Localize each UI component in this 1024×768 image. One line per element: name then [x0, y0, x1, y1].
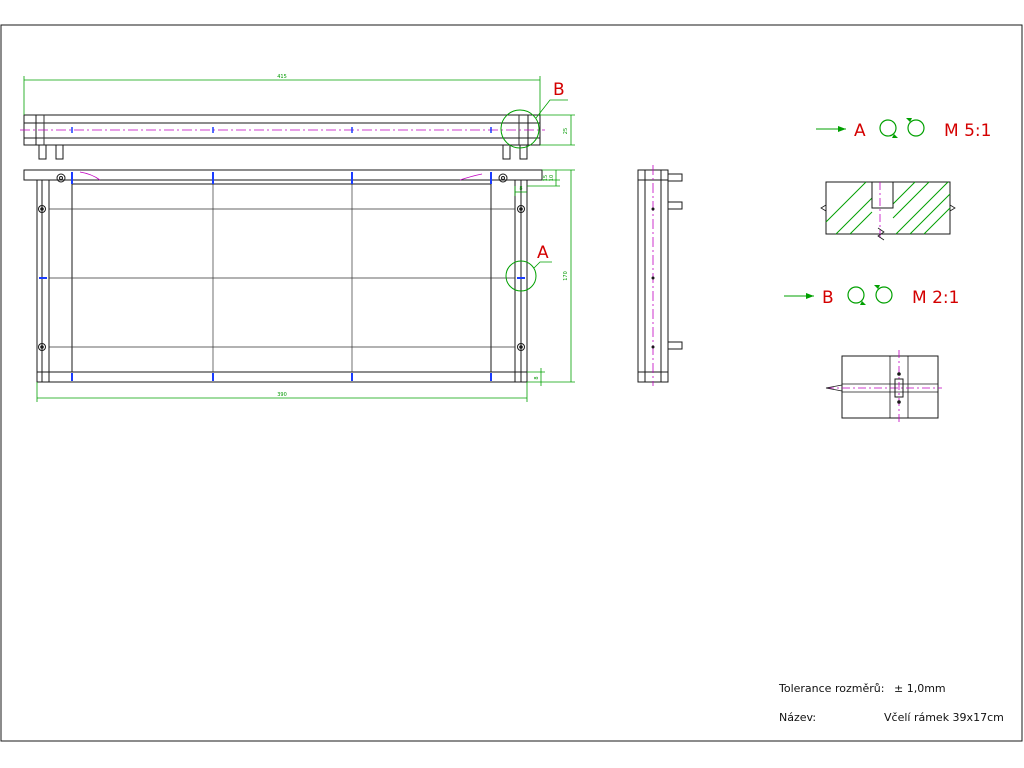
tolerance-value: ± 1,0mm — [894, 682, 946, 695]
front-view-nails — [39, 172, 525, 381]
detail-a-circle — [505, 260, 537, 292]
dim-front-width: 390 — [277, 392, 287, 398]
detail-a-leader — [533, 261, 552, 269]
detail-b-rotate-icon — [847, 286, 865, 304]
side-view — [637, 169, 683, 383]
top-dimensions — [23, 76, 575, 146]
detail-b-letter: B — [822, 288, 834, 308]
title-block: Tolerance rozměrů: ± 1,0mm Název: Včelí … — [778, 682, 1004, 724]
dim-top-bar-offset: 15 — [543, 175, 549, 181]
front-view-hooks — [79, 171, 483, 181]
detail-a-header: A M 5:1 — [816, 118, 991, 141]
name-value: Včelí rámek 39x17cm — [884, 711, 1004, 724]
top-view-nails — [71, 127, 492, 133]
dim-bottom-bar-height: 8 — [534, 376, 540, 379]
dim-front-height: 170 — [563, 271, 569, 281]
detail-a-rotate-icon — [879, 119, 897, 137]
detail-a-letter: A — [854, 121, 866, 141]
detail-b-scale: M 2:1 — [912, 288, 959, 308]
side-view-holes — [651, 207, 655, 349]
detail-a-rotate-back-icon — [907, 119, 925, 137]
name-label: Název: — [779, 711, 816, 724]
detail-b-rotate-back-icon — [875, 286, 893, 304]
detail-b-header: B M 2:1 — [784, 285, 959, 308]
front-view — [23, 169, 543, 383]
dim-top-length: 415 — [277, 74, 287, 80]
detail-b-leader — [535, 99, 568, 119]
detail-b-marker-label: B — [553, 80, 565, 100]
dim-side-bar-width: 8 — [519, 186, 522, 192]
front-view-eyelets — [38, 173, 525, 351]
detail-a-scale: M 5:1 — [944, 121, 991, 141]
sheet-border — [0, 24, 1023, 742]
front-dimensions — [36, 169, 575, 402]
detail-a-marker-label: A — [537, 243, 549, 263]
tolerance-label: Tolerance rozměrů: — [778, 682, 884, 695]
dim-top-height: 25 — [563, 128, 569, 134]
detail-b-circle — [500, 109, 540, 149]
detail-a-section — [820, 181, 956, 241]
top-view — [23, 114, 541, 160]
dim-top-bar-thickness: 10 — [549, 175, 555, 181]
detail-b-section — [825, 350, 942, 424]
